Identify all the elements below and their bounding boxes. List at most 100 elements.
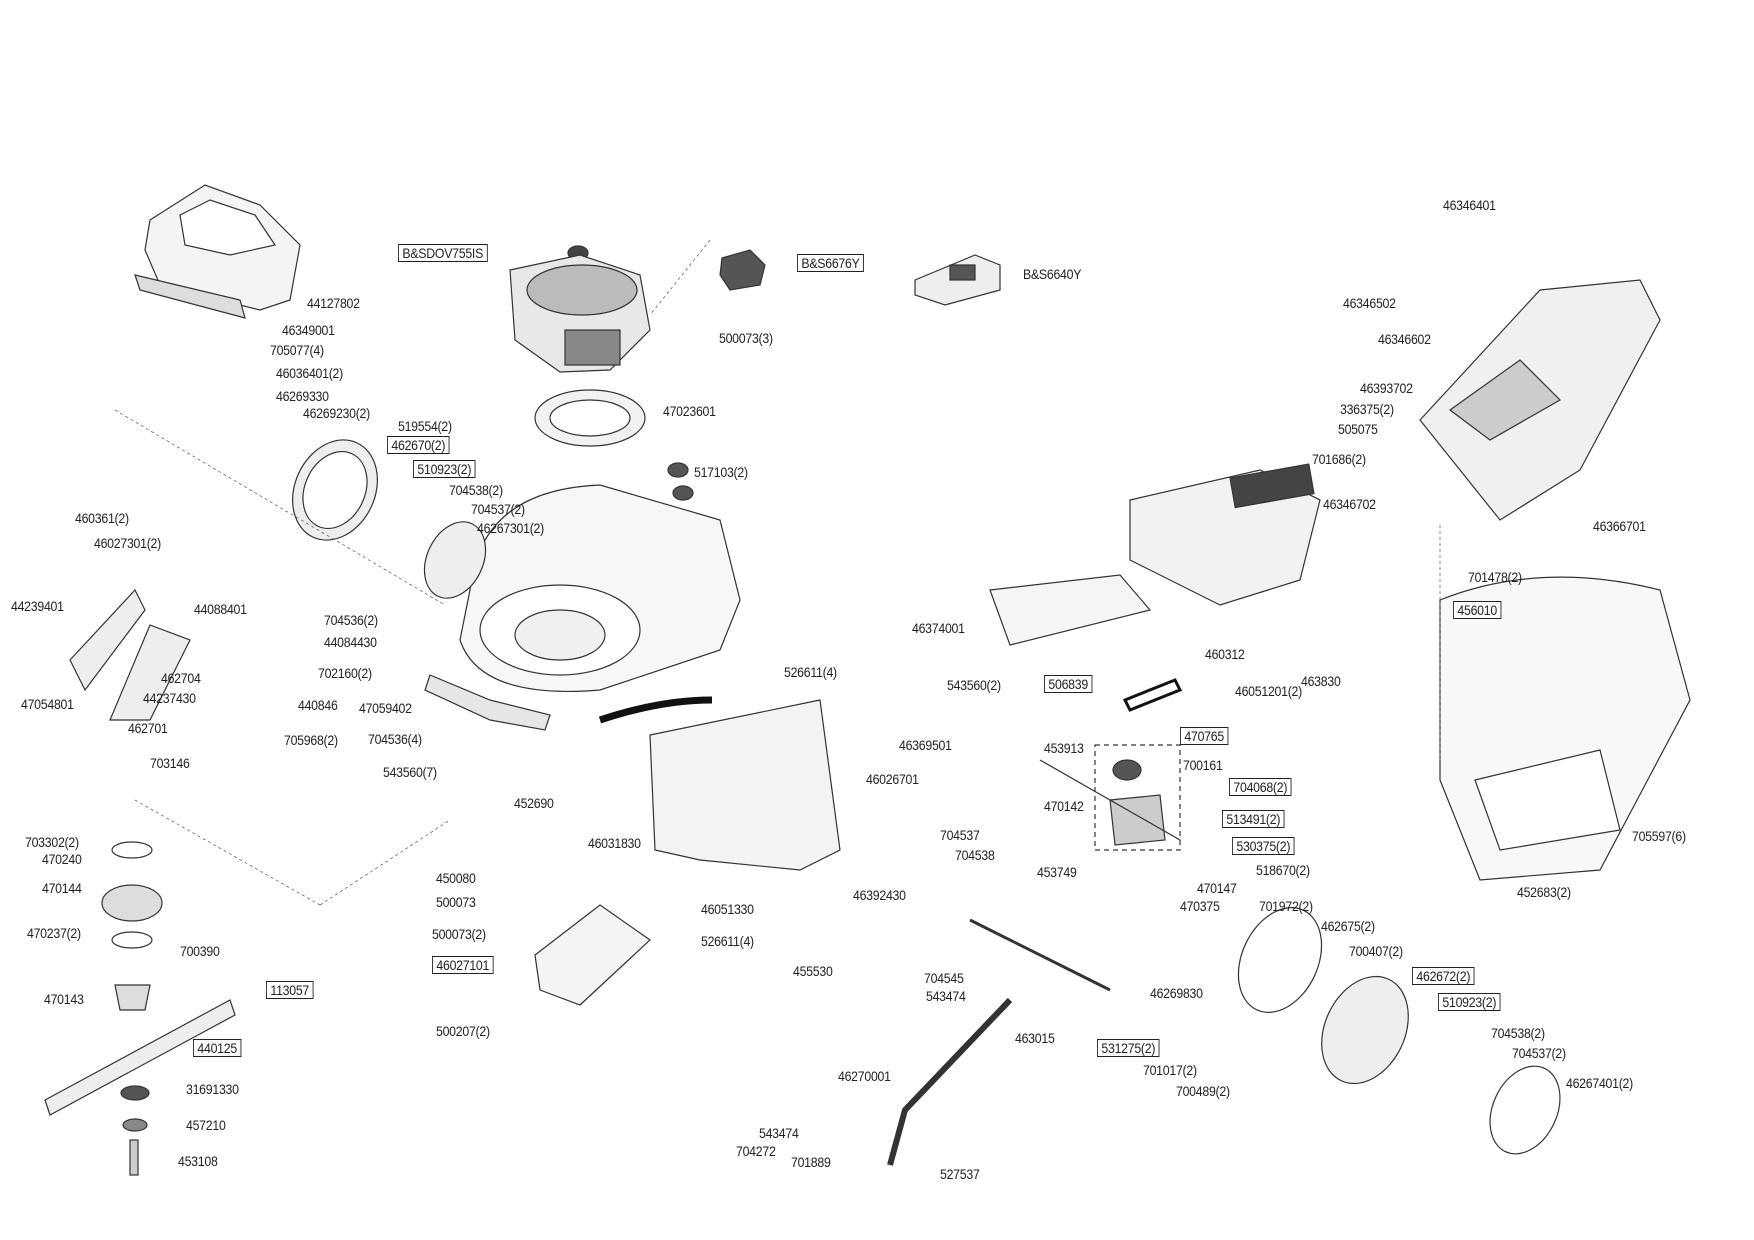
part-label: 701972(2): [1259, 898, 1313, 914]
part-label-boxed: 531275(2): [1097, 1039, 1160, 1057]
part-label: 44237430: [143, 690, 196, 706]
spring-part: [667, 462, 694, 501]
part-label: 457210: [186, 1117, 226, 1133]
part-label: 703302(2): [25, 834, 79, 850]
part-label: 470375: [1180, 898, 1220, 914]
rear-wheel-hub: [1237, 907, 1561, 1155]
grass-collector-part: [1439, 576, 1691, 881]
part-label: 470142: [1044, 798, 1084, 814]
part-label-boxed: 530375(2): [1232, 837, 1295, 855]
part-label: 453749: [1037, 864, 1077, 880]
part-label-boxed: 510923(2): [1438, 993, 1501, 1011]
part-label: 701478(2): [1468, 569, 1522, 585]
part-label: 704272: [736, 1143, 776, 1159]
part-label-boxed: 46027101: [432, 956, 494, 974]
part-label: 44127802: [307, 295, 360, 311]
part-label: 47054801: [21, 696, 74, 712]
part-label: 704538(2): [1491, 1025, 1545, 1041]
part-label: 543474: [759, 1125, 799, 1141]
part-label: 440846: [298, 697, 338, 713]
discharge-chute-part: [649, 699, 841, 871]
part-label: B&S6640Y: [1023, 266, 1082, 282]
part-label: 462675(2): [1321, 918, 1375, 934]
part-label: 46051330: [701, 901, 754, 917]
part-label-boxed: 462672(2): [1412, 967, 1475, 985]
part-label: 460361(2): [75, 510, 129, 526]
part-label: 31691330: [186, 1081, 239, 1097]
part-label: 543474: [926, 988, 966, 1004]
part-label: 543560(7): [383, 764, 437, 780]
part-label: 500073: [436, 894, 476, 910]
mulch-plug-part: [989, 574, 1152, 646]
part-label: 470143: [44, 991, 84, 1007]
gearbox-part: [1039, 678, 1183, 851]
part-label: 702160(2): [318, 665, 372, 681]
part-label: 46349001: [282, 322, 335, 338]
part-label: 700390: [180, 943, 220, 959]
engine-part: [509, 245, 651, 373]
part-label: 470147: [1197, 880, 1237, 896]
part-label: 460312: [1205, 646, 1245, 662]
part-label: 462701: [128, 720, 168, 736]
part-label: 46366701: [1593, 518, 1646, 534]
part-label-boxed: B&SDOV755IS: [398, 244, 488, 262]
part-label: 704538: [955, 847, 995, 863]
part-label: 701686(2): [1312, 451, 1366, 467]
part-label: 527537: [940, 1166, 980, 1182]
part-label: 462704: [161, 670, 201, 686]
part-label: 46346602: [1378, 331, 1431, 347]
part-label: 453108: [178, 1153, 218, 1169]
deck-part: [424, 484, 741, 731]
part-label-boxed: 113057: [266, 981, 314, 999]
part-label: 500073(2): [432, 926, 486, 942]
part-label: 700161: [1183, 757, 1223, 773]
part-label: 46269230(2): [303, 405, 370, 421]
part-label: 463015: [1015, 1030, 1055, 1046]
part-label: 704545: [924, 970, 964, 986]
part-label: 500207(2): [436, 1023, 490, 1039]
part-label-boxed: 470765: [1180, 727, 1229, 745]
part-label: 700407(2): [1349, 943, 1403, 959]
part-label: 46392430: [853, 887, 906, 903]
part-label: 470144: [42, 880, 82, 896]
part-label: 703146: [150, 755, 190, 771]
part-label: 46369501: [899, 737, 952, 753]
part-label: 453913: [1044, 740, 1084, 756]
part-label: 463830: [1301, 673, 1341, 689]
part-label: 46346702: [1323, 496, 1376, 512]
part-label: 705968(2): [284, 732, 338, 748]
part-label: 47059402: [359, 700, 412, 716]
part-label: 704537: [940, 827, 980, 843]
part-label: 450080: [436, 870, 476, 886]
rear-cover-part: [134, 184, 301, 319]
part-label: 505075: [1338, 421, 1378, 437]
part-label: 44239401: [11, 598, 64, 614]
part-label: 705077(4): [270, 342, 324, 358]
part-label: 47023601: [663, 403, 716, 419]
part-label-boxed: 440125: [193, 1039, 242, 1057]
battery-part: [719, 249, 766, 291]
part-label-boxed: 704068(2): [1229, 778, 1292, 796]
part-label: 518670(2): [1256, 862, 1310, 878]
part-label: 452683(2): [1517, 884, 1571, 900]
part-label: 46270001: [838, 1068, 891, 1084]
part-label: 704538(2): [449, 482, 503, 498]
part-label: 455530: [793, 963, 833, 979]
part-label: 701017(2): [1143, 1062, 1197, 1078]
part-label: 700489(2): [1176, 1083, 1230, 1099]
part-label: 46346401: [1443, 197, 1496, 213]
part-label-boxed: 506839: [1044, 675, 1093, 693]
part-label-boxed: 513491(2): [1222, 810, 1285, 828]
part-label: 46051201(2): [1235, 683, 1302, 699]
handle-bar-part: [887, 997, 1013, 1166]
part-label: 704537(2): [1512, 1045, 1566, 1061]
part-label: 470237(2): [27, 925, 81, 941]
part-label: 46346502: [1343, 295, 1396, 311]
part-label-boxed: 510923(2): [413, 460, 476, 478]
part-label-boxed: 462670(2): [387, 436, 450, 454]
part-label: 517103(2): [694, 464, 748, 480]
part-label: 46027301(2): [94, 535, 161, 551]
charger-part: [914, 254, 1001, 306]
